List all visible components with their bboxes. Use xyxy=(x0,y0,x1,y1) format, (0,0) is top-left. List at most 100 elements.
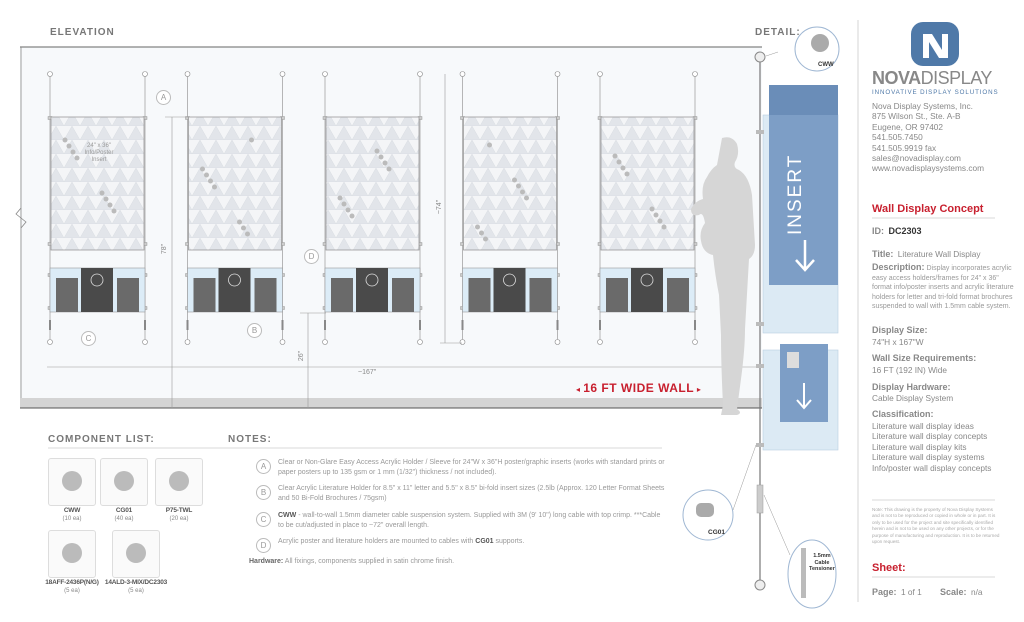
title-value: Literature Wall Display xyxy=(897,249,981,259)
insert-panel xyxy=(769,85,838,285)
brochure-icon xyxy=(365,273,379,287)
component-name: CWW xyxy=(63,507,81,514)
component-image xyxy=(114,471,134,491)
dim-26-label: 26" xyxy=(298,350,306,362)
title-label: Title: xyxy=(872,249,894,259)
brochure-center xyxy=(218,268,251,312)
wall-size-value: 16 FT (192 IN) Wide xyxy=(872,365,948,375)
classification-item: Literature wall display concepts xyxy=(872,431,988,442)
poster-holder xyxy=(463,116,557,251)
component-thumbnail xyxy=(112,530,160,578)
leader-line xyxy=(763,494,791,556)
cg01-detail-label: CG01 xyxy=(708,529,725,536)
cww-cap-top xyxy=(597,71,603,77)
brand-tagline: INNOVATIVE DISPLAY SOLUTIONS xyxy=(872,89,999,96)
elevation-heading: ELEVATION xyxy=(50,27,115,38)
dim-78-label: 78" xyxy=(161,243,169,255)
description-label: Description: xyxy=(872,262,925,272)
hardware-label: Display Hardware: xyxy=(872,382,951,392)
brochure-icon xyxy=(640,273,654,287)
brochure-center xyxy=(81,268,113,312)
dim-167-label: ~167" xyxy=(358,369,377,376)
network-node xyxy=(386,166,392,172)
tensioner xyxy=(324,320,326,330)
network-node xyxy=(657,218,663,224)
component-thumbnail xyxy=(155,458,203,506)
network-node xyxy=(74,155,80,161)
component-qty: (20 ea) xyxy=(169,516,189,522)
tensioner-label-line: Cable xyxy=(814,559,830,566)
cww-cap-bottom xyxy=(279,339,286,345)
cww-cap-top xyxy=(322,71,328,77)
component-qty: (40 ea) xyxy=(114,516,134,522)
classification-label: Classification: xyxy=(872,409,934,419)
company-address: Nova Display Systems, Inc.875 Wilson St.… xyxy=(872,101,984,174)
poster-label-line: 24" x 36" xyxy=(87,143,111,149)
network-node xyxy=(653,212,659,218)
brochure-center xyxy=(493,268,526,312)
component-qty: (10 ea) xyxy=(62,516,82,522)
cg01-clamp xyxy=(756,322,764,326)
brochure-left xyxy=(56,278,78,312)
component-qty: (5 ea) xyxy=(64,588,80,594)
component-name: CG01 xyxy=(115,507,133,514)
cww-cap-bottom xyxy=(184,339,191,345)
scale-field: Scale: n/a xyxy=(940,585,983,598)
cww-cap-top xyxy=(47,71,53,77)
network-node xyxy=(520,189,525,195)
tensioner-label-line: Tensioner xyxy=(809,566,835,572)
tensioner xyxy=(756,484,764,514)
component-thumbnail xyxy=(48,458,96,506)
poster-holder xyxy=(188,116,282,251)
callout-d: D xyxy=(304,249,319,264)
note-letter: C xyxy=(256,512,271,527)
network-node xyxy=(107,202,113,208)
tensioner xyxy=(599,320,601,330)
cg01-clamp xyxy=(756,364,764,368)
network-node xyxy=(70,149,76,155)
network-node xyxy=(103,196,109,202)
network-node xyxy=(382,160,388,166)
cww-cap-bottom xyxy=(47,339,53,345)
cable-display xyxy=(597,71,698,345)
poster-label-line: Info/Poster xyxy=(84,150,114,156)
leader-line xyxy=(732,444,757,511)
tensioner xyxy=(556,320,559,330)
arrow-left-icon: ◂ xyxy=(576,385,584,394)
brand-name-light: DISPLAY xyxy=(920,68,993,88)
note-text: - wall-to-wall 1.5mm diameter cable susp… xyxy=(278,512,661,529)
note-letter: A xyxy=(256,459,271,474)
sheet-heading: Wall Display Concept xyxy=(872,203,984,215)
cww-cap-bottom xyxy=(597,339,603,345)
tensioner-icon xyxy=(801,548,806,598)
insert-label: INSERT xyxy=(785,153,806,235)
poster-holder xyxy=(50,116,145,251)
brand-wordmark: NOVADISPLAY xyxy=(872,68,992,88)
poster-insert-label: 24" x 36" Info/Poster Insert xyxy=(78,143,120,164)
person-silhouette xyxy=(691,137,755,415)
network-node xyxy=(649,206,655,212)
cable-display xyxy=(322,71,423,345)
tensioner-label-line: 1.5mm xyxy=(813,553,831,559)
hardware-note: Hardware: All fixings, components suppli… xyxy=(249,557,649,567)
cww-cap-top xyxy=(184,71,191,77)
cww-cap-bottom xyxy=(754,579,766,591)
classification-item: Literature wall display systems xyxy=(872,452,985,463)
scale-label: Scale: xyxy=(940,587,967,597)
wall-width-label: ◂ 16 FT WIDE WALL ▸ xyxy=(576,381,701,397)
network-node xyxy=(237,219,242,225)
tensioner xyxy=(186,320,189,330)
classification-item: Info/poster wall display concepts xyxy=(872,462,992,473)
note-item: CWW - wall-to-wall 1.5mm diameter cable … xyxy=(278,511,668,530)
cable-display xyxy=(184,71,286,345)
cww-cap-top xyxy=(754,51,766,63)
poster-holder xyxy=(325,116,420,251)
network-node xyxy=(245,231,250,237)
component-thumbnail xyxy=(48,530,96,578)
network-node xyxy=(612,153,618,159)
network-node xyxy=(241,225,246,231)
network-node xyxy=(661,224,667,230)
cww-cap-bottom xyxy=(692,339,698,345)
floor xyxy=(20,398,762,408)
